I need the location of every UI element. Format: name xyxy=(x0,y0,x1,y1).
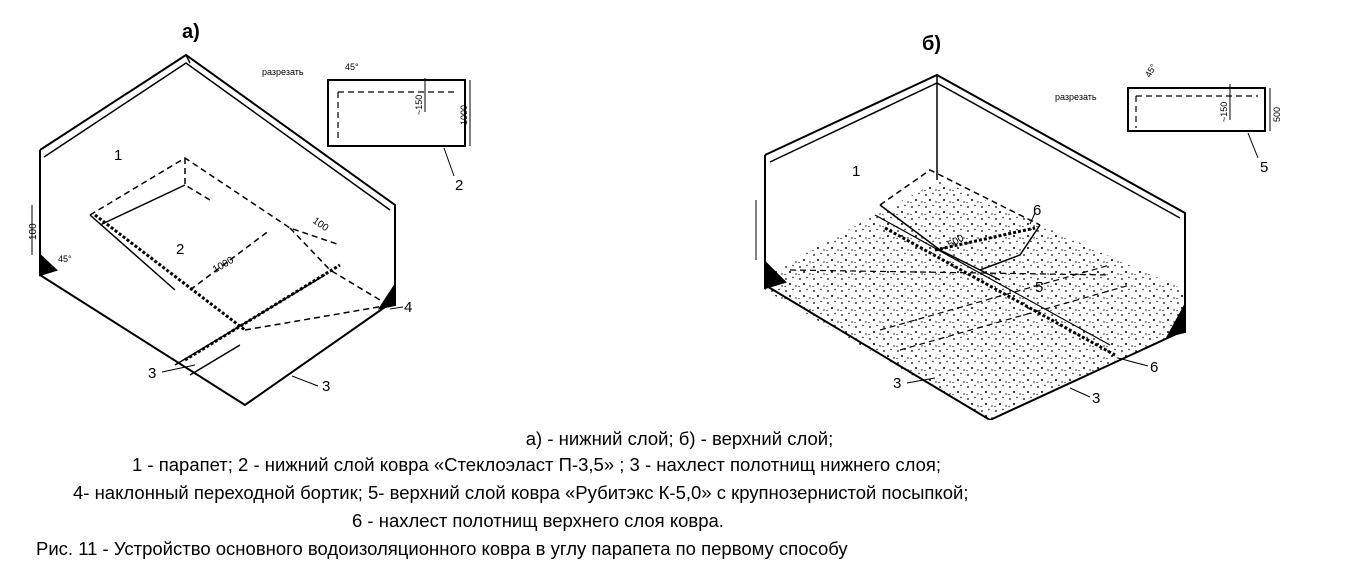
dim-45-a: 45° xyxy=(58,254,72,264)
sheet-cut-label-a: разрезать xyxy=(262,67,304,77)
label-1-parapet-b: 1 xyxy=(852,163,860,180)
figure-a: а) 100 45° 1000 100 1 2 3 3 xyxy=(28,21,471,407)
figure-b-label: б) xyxy=(922,33,941,55)
sheet-150-b: ~150 xyxy=(1219,102,1229,122)
caption-line-4: 6 - нахлест полотнищ верхнего слоя ковра… xyxy=(352,510,724,531)
sheet-500-b: 500 xyxy=(1272,107,1282,122)
diagram-drawing: а) 100 45° 1000 100 1 2 3 3 xyxy=(28,21,1282,420)
sheet-cut-label-b: разрезать xyxy=(1055,92,1097,102)
label-4-fillet-a: 4 xyxy=(404,299,412,316)
floor-outline-a xyxy=(39,274,396,407)
sheet-45-b: 45° xyxy=(1143,62,1159,79)
label-6-overlap-b-top: 6 xyxy=(1033,202,1041,219)
label-5-sheet-b: 5 xyxy=(1260,159,1268,176)
caption-line-3: 4- наклонный переходной бортик; 5- верхн… xyxy=(73,482,969,503)
label-6-overlap-b-bottom: 6 xyxy=(1150,359,1158,376)
parapet-wall-a xyxy=(39,53,396,300)
label-2-bottom-layer-a: 2 xyxy=(176,241,184,258)
sheet-45-a: 45° xyxy=(345,62,359,72)
caption-line-1: а) - нижний слой; б) - верхний слой; xyxy=(525,428,834,449)
label-2-sheet-a: 2 xyxy=(455,177,463,194)
fillet-left-b xyxy=(764,259,787,290)
seam-b-2 xyxy=(934,226,1036,252)
fillet-left-a xyxy=(39,252,58,277)
seam-b-1 xyxy=(884,226,1116,357)
label-3-overlap-b-right: 3 xyxy=(1092,390,1100,407)
label-3-overlap-a-left: 3 xyxy=(148,365,156,382)
caption-line-2: 1 - парапет; 2 - нижний слой ковра «Стек… xyxy=(132,454,942,475)
seam-a-1 xyxy=(94,213,246,332)
figure-b: б) 500 1 5 3 3 6 6 xyxy=(755,33,1282,420)
label-1-parapet-a: 1 xyxy=(114,147,122,164)
figure-caption: Рис. 11 - Устройство основного водоизоля… xyxy=(36,538,848,559)
floor-outline-b xyxy=(764,284,1186,420)
fillet-right-b xyxy=(1166,304,1186,338)
dim-100-left-a: 100 xyxy=(28,223,39,240)
sheet-1000-a: 1000 xyxy=(459,105,469,125)
parapet-wall-b xyxy=(764,73,1186,330)
sheet-b xyxy=(1127,87,1266,132)
sheet-150-a: ~150 xyxy=(414,95,424,115)
label-3-overlap-a-right: 3 xyxy=(322,378,330,395)
sheet-a xyxy=(327,79,466,147)
label-5-top-layer-b: 5 xyxy=(1035,279,1043,296)
label-3-overlap-b-left: 3 xyxy=(893,375,901,392)
fillet-right-a xyxy=(377,281,396,310)
dim-100-floor-a: 100 xyxy=(310,215,330,234)
figure-a-label: а) xyxy=(182,21,200,43)
